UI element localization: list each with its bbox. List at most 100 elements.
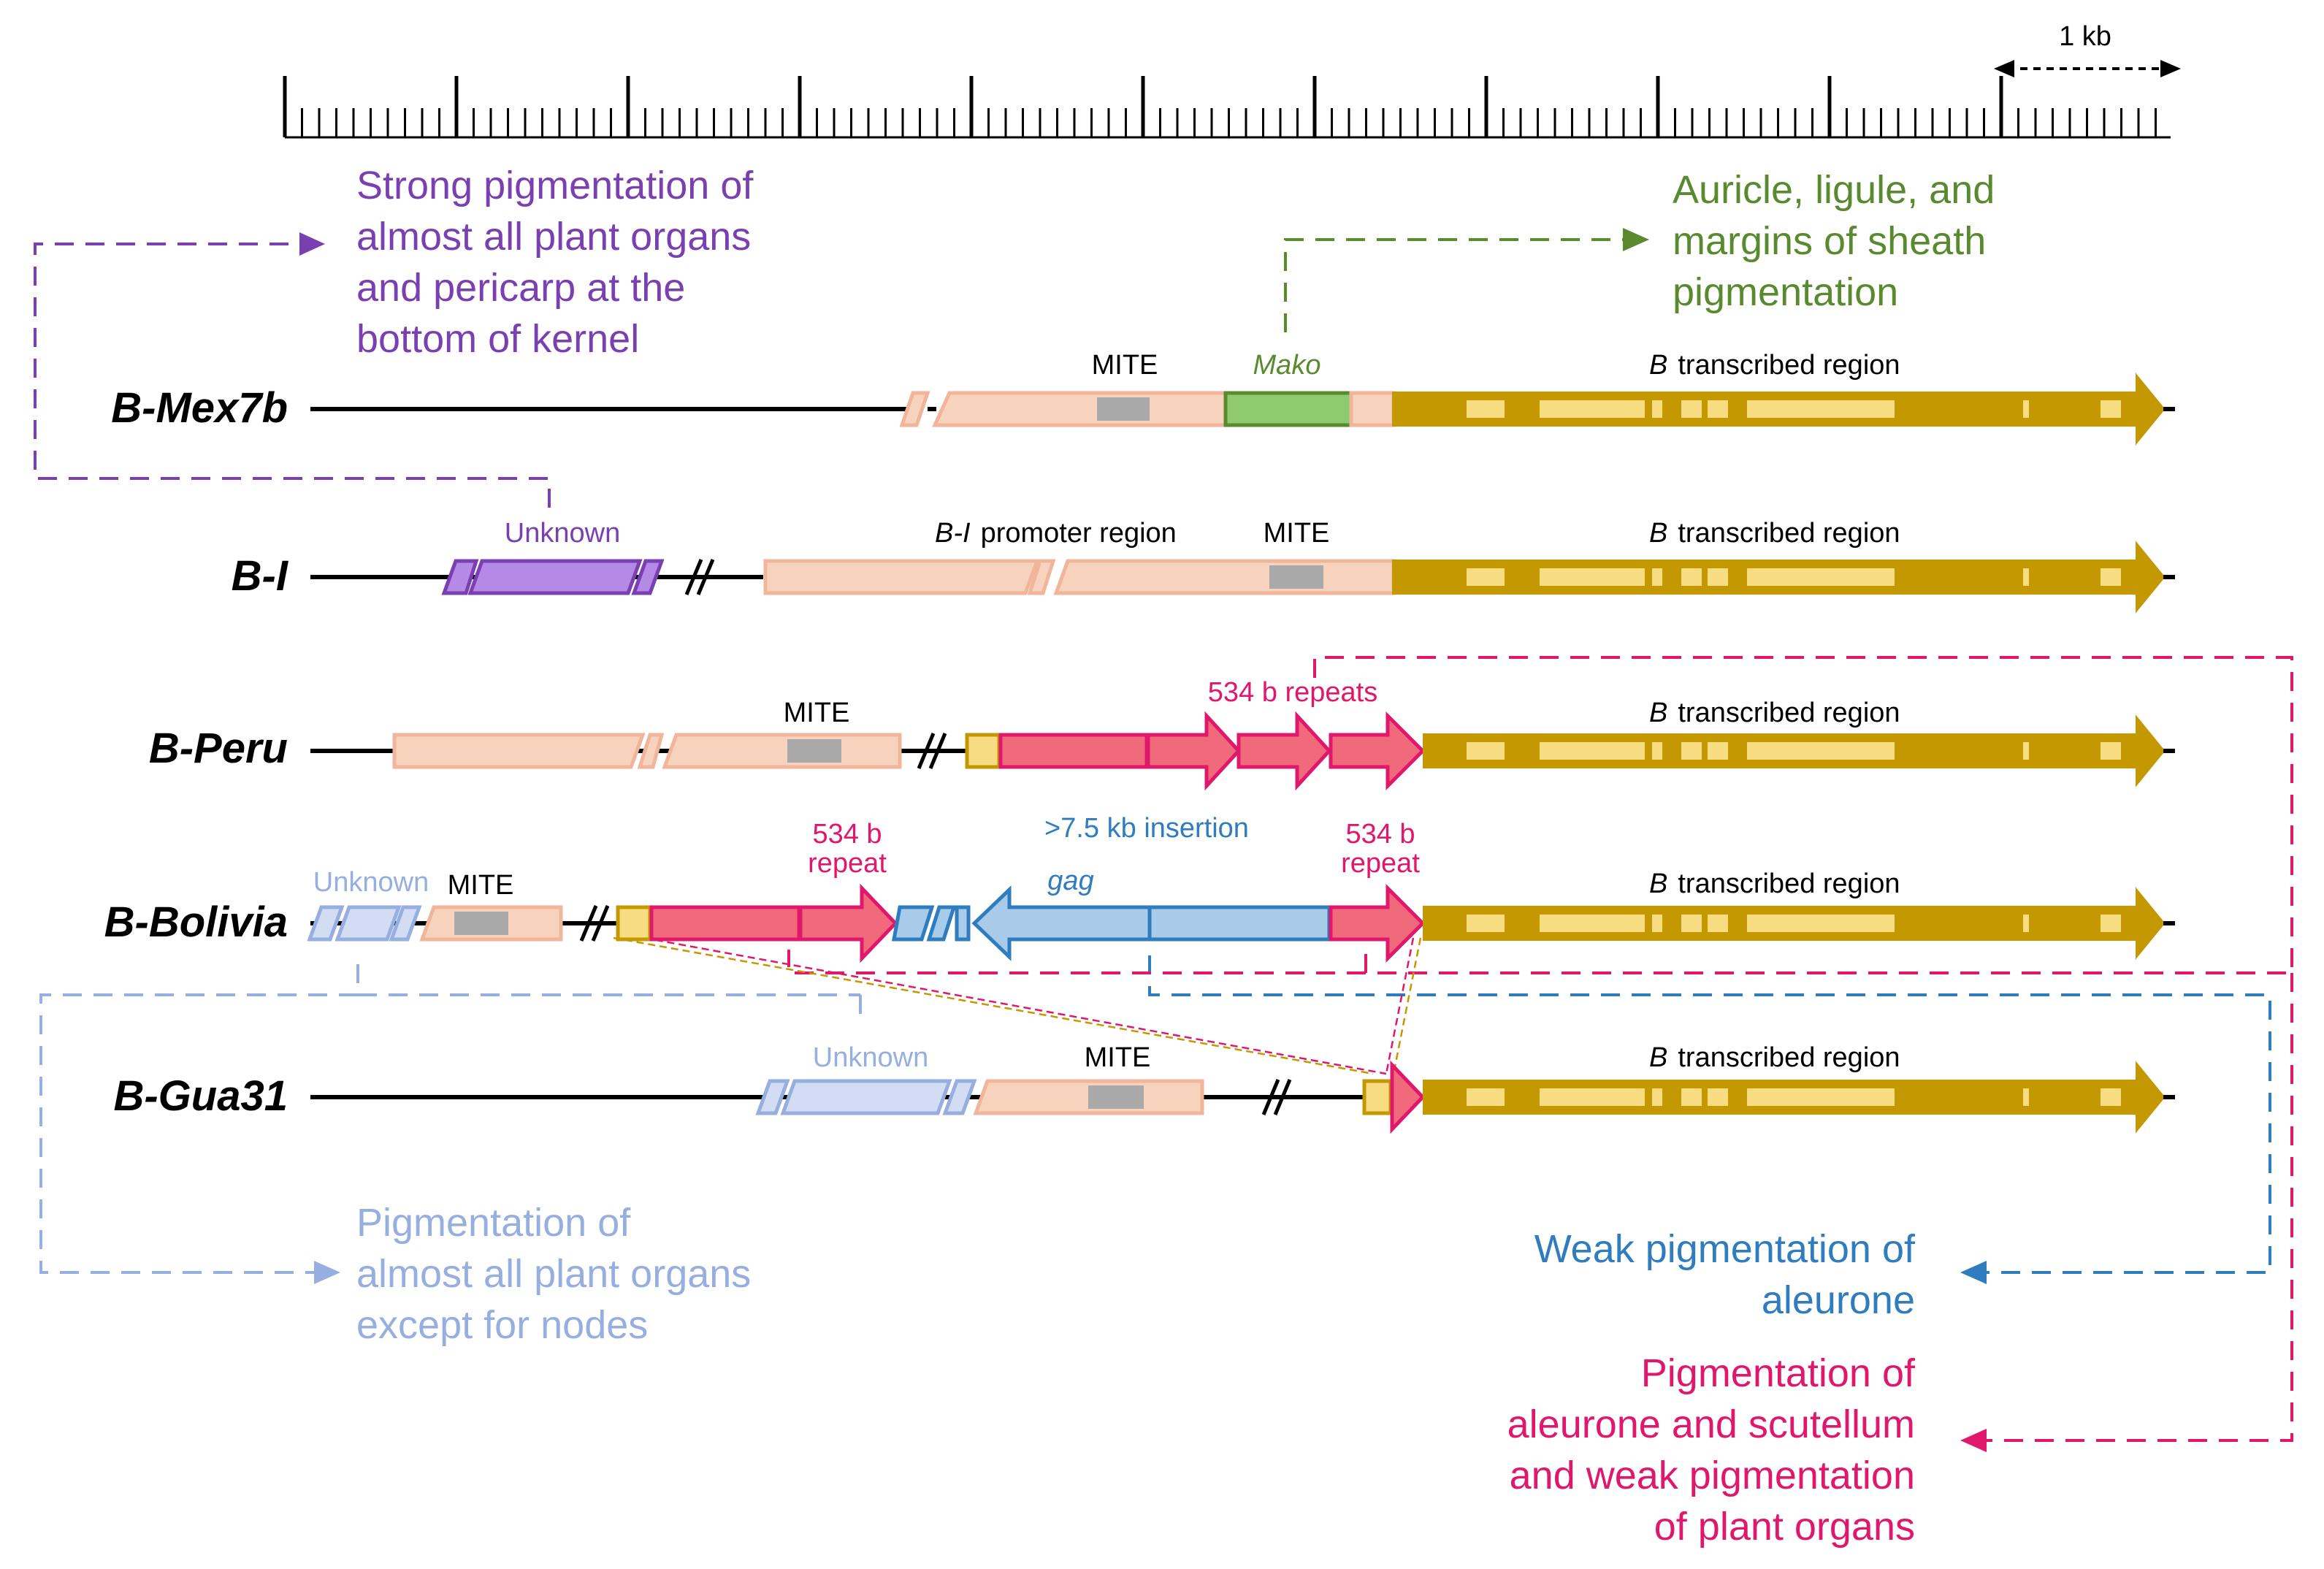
exon [2101, 400, 2121, 418]
pink-connector [787, 656, 2293, 1442]
unknown-element [335, 905, 402, 942]
unknown-label: Unknown [313, 867, 429, 898]
mite-element [787, 739, 841, 763]
exon [1747, 400, 1895, 418]
transcribed-region [1423, 887, 2175, 960]
green-annotation: Auricle, ligule, and margins of sheath p… [1673, 168, 1995, 314]
exon [1540, 915, 1645, 932]
blue-annotation-line-1: Weak pigmentation of [1534, 1227, 1916, 1271]
unknown-fragment-2 [389, 905, 422, 942]
pink-annotation-line-1: Pigmentation of [1641, 1351, 1916, 1395]
gag-label: gag [1047, 866, 1093, 896]
gag-arrow [955, 905, 971, 942]
purple-arrowhead [299, 232, 325, 256]
mite-label: MITE [784, 698, 850, 728]
exon [1467, 1088, 1505, 1106]
promoter-region [932, 391, 1228, 427]
repeat-arrow-3 [1329, 711, 1426, 791]
green-annotation-line-2: margins of sheath [1673, 219, 1986, 263]
promoter-region-right [662, 733, 902, 769]
mite-label: MITE [1264, 518, 1330, 549]
promoter-fragment [899, 391, 930, 427]
exon [1747, 915, 1895, 932]
purple-annotation-line-3: and pericarp at the [356, 266, 685, 310]
lightblue-arrowhead [314, 1261, 340, 1284]
repeats-label: 534 b repeats [1208, 677, 1377, 708]
repeat-left-label-1: 534 b [812, 819, 882, 850]
exon [1708, 742, 1728, 760]
repeat-arrow-right [1329, 883, 1426, 963]
mite-element [454, 912, 508, 935]
exon [2023, 742, 2029, 760]
exon [1652, 1088, 1662, 1106]
exon [1708, 1088, 1728, 1106]
scale-bar-1kb: 1 kb [1994, 21, 2181, 77]
green-annotation-line-3: pigmentation [1673, 270, 1898, 314]
exon [1681, 915, 1702, 932]
lightblue-annotation: Pigmentation of almost all plant organs … [356, 1201, 751, 1347]
mite-element [1088, 1085, 1144, 1109]
lightblue-annotation-line-2: almost all plant organs [356, 1252, 751, 1296]
gag-element [971, 885, 1331, 961]
purple-annotation: Strong pigmentation of almost all plant … [356, 164, 754, 361]
green-annotation-line-1: Auricle, ligule, and [1673, 168, 1995, 212]
purple-annotation-line-2: almost all plant organs [356, 215, 751, 259]
promoter-region-left [392, 733, 646, 769]
exon [2101, 742, 2121, 760]
exon [2023, 1088, 2029, 1106]
purple-connector [34, 243, 551, 508]
break-symbol [1261, 1079, 1292, 1115]
scale-bar-label: 1 kb [2059, 21, 2111, 52]
repeat-remnant-arrow [1390, 1060, 1426, 1134]
exon [2101, 1088, 2121, 1106]
promoter-region-short [1349, 391, 1396, 427]
promoter-fragment [1027, 559, 1056, 595]
pink-annotation-line-2: aleurone and scutellum [1507, 1402, 1915, 1446]
repeat-right-label-2: repeat [1341, 848, 1420, 879]
promoter-fragment [637, 733, 665, 769]
purple-annotation-line-4: bottom of kernel [356, 317, 639, 361]
exon [1540, 400, 1645, 418]
insertion-fragment-1 [892, 905, 935, 942]
exon [1652, 568, 1662, 586]
pink-annotation: Pigmentation of aleurone and scutellum a… [1507, 1351, 1916, 1549]
repeat-right-label-1: 534 b [1345, 819, 1415, 850]
mite-label: MITE [448, 870, 514, 901]
exon [2023, 568, 2029, 586]
unknown-fragment-left [755, 1079, 790, 1115]
exon [2101, 568, 2121, 586]
promoter-region-left [763, 559, 1040, 595]
mako-element [1223, 391, 1353, 427]
mako-label: Mako [1253, 350, 1321, 381]
transcribed-region [1423, 1061, 2175, 1134]
exon [1467, 400, 1505, 418]
transcribed-region-start [965, 733, 1001, 769]
transcribed-region [1392, 373, 2175, 446]
promoter-region-right [1053, 559, 1396, 595]
lightblue-annotation-line-3: except for nodes [356, 1303, 648, 1347]
blue-arrowhead [1960, 1261, 1987, 1284]
blue-annotation-line-2: aleurone [1762, 1278, 1915, 1322]
mite-element [1097, 397, 1150, 421]
unknown-fragment-left [441, 559, 479, 595]
insertion-fragment-2 [926, 905, 957, 942]
exon [1540, 1088, 1645, 1106]
allele-name-b-gua31: B-Gua31 [113, 1072, 288, 1120]
allele-name-b-mex7b: B-Mex7b [111, 384, 288, 432]
exon [1708, 400, 1728, 418]
unknown-fragment-1 [307, 905, 345, 942]
exon [1747, 1088, 1895, 1106]
unknown-label: Unknown [813, 1042, 928, 1073]
exon [1467, 568, 1505, 586]
transcribed-region [1392, 541, 2175, 614]
unknown-label: Unknown [505, 518, 620, 549]
scale-ruler [283, 76, 2171, 139]
bolivia-gua31-links [613, 936, 1422, 1075]
exon [1708, 568, 1728, 586]
